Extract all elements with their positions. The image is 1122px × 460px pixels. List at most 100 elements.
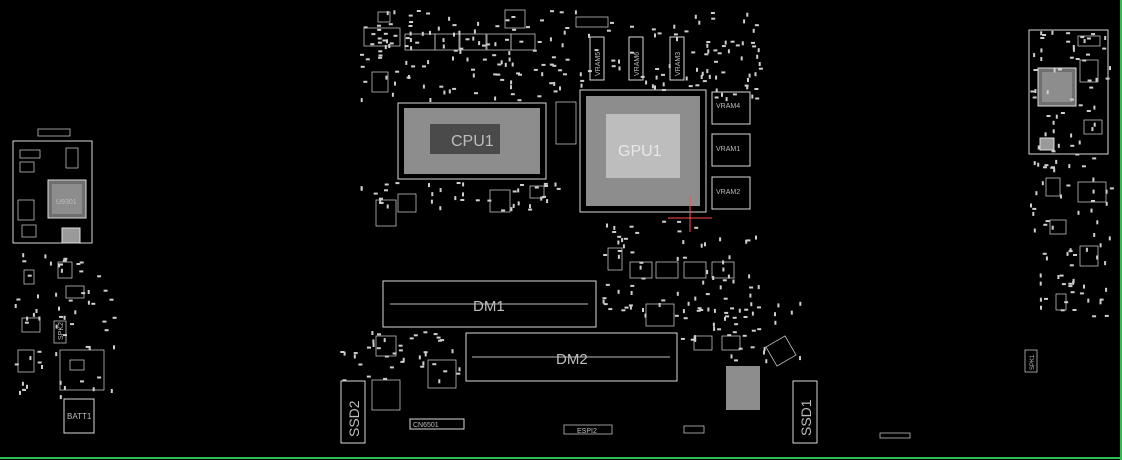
component-pad [41, 365, 43, 369]
component-pad [715, 88, 718, 93]
component-pad [651, 84, 654, 89]
component-pad [1040, 48, 1043, 53]
component-pad [97, 275, 102, 278]
component-pad [1053, 68, 1056, 73]
component-pad [757, 328, 762, 331]
component-pad [612, 231, 617, 233]
component-pad [630, 51, 634, 54]
component-pad [1108, 236, 1111, 241]
component-pad [456, 182, 461, 184]
component-pad [611, 59, 616, 62]
component-pad [517, 201, 520, 206]
component-pad [676, 37, 678, 42]
component-pad [559, 11, 564, 14]
component-pad [799, 356, 801, 361]
component-pad [738, 347, 743, 350]
component-pad [365, 58, 370, 61]
component-pad [534, 186, 539, 189]
component-pad [1104, 36, 1107, 40]
component-pad [1092, 157, 1097, 160]
component-pad [713, 308, 716, 313]
component-pad [721, 71, 726, 74]
component-pad [690, 338, 695, 341]
component-pad [695, 84, 700, 87]
component-pad [1060, 194, 1062, 199]
component-pad [730, 354, 733, 359]
component-pad [608, 308, 613, 311]
component-pad [713, 326, 716, 331]
component-pad [706, 69, 709, 74]
component-pad [724, 311, 729, 314]
component-pad [63, 315, 66, 320]
component-pad [752, 45, 757, 48]
component-pad [1066, 32, 1071, 35]
component-pad [684, 30, 689, 33]
component-pad [1045, 220, 1050, 223]
component-pad [443, 90, 446, 95]
component-pad [713, 49, 718, 52]
component-pad [1069, 98, 1074, 101]
component-pad [74, 310, 77, 315]
component-pad [504, 62, 507, 67]
component-pad [1073, 254, 1077, 256]
component-pad [1055, 159, 1058, 164]
component-pad [1079, 292, 1084, 295]
component-pad [377, 24, 381, 27]
component-pad [743, 316, 748, 318]
component-pad [735, 44, 740, 47]
component-pad [688, 85, 693, 88]
component-pad [628, 304, 633, 307]
component-pad [746, 85, 749, 90]
component-pad [1093, 122, 1096, 127]
component-pad [630, 25, 634, 28]
component-pad [758, 67, 763, 70]
component-pad [618, 59, 620, 64]
component-pad [1087, 298, 1090, 303]
component-pad [353, 354, 356, 359]
component-pad [732, 279, 735, 284]
component-pad [777, 303, 780, 308]
component-pad [674, 314, 679, 317]
component-pad [673, 33, 678, 36]
component-pad [694, 337, 697, 342]
component-pad [613, 225, 616, 230]
component-pad [14, 363, 19, 366]
component-pad [707, 49, 710, 54]
component-pad [1030, 203, 1032, 208]
component-pad [465, 38, 470, 41]
vram6-label: VRAM6 [634, 52, 641, 76]
component-pad [1091, 200, 1095, 202]
component-pad [453, 49, 458, 52]
component-pad [1069, 264, 1074, 267]
component-pad [732, 93, 737, 96]
component-pad [1109, 187, 1114, 190]
component-pad [746, 12, 749, 17]
component-pad [722, 267, 725, 272]
dm2-label: DM2 [556, 351, 588, 368]
component-pad [371, 331, 374, 335]
component-pad [1068, 285, 1073, 288]
component-pad [751, 94, 754, 99]
component-pad [473, 29, 476, 34]
component-pad [70, 323, 74, 326]
component-pad [55, 352, 58, 357]
component-pad [708, 74, 711, 79]
component-pad [79, 261, 84, 264]
component-pad [1033, 161, 1036, 166]
component-pad [701, 71, 704, 76]
component-pad [508, 57, 511, 62]
component-pad [563, 73, 567, 76]
component-pad [494, 96, 497, 101]
component-pad [38, 316, 41, 321]
component-pad [386, 39, 388, 44]
component-pad [707, 307, 710, 312]
component-pad [1068, 250, 1073, 252]
vram5-label: VRAM5 [595, 52, 602, 76]
component-pad [59, 380, 62, 385]
component-pad [617, 250, 622, 252]
component-pad [427, 60, 430, 65]
component-pad [741, 41, 744, 46]
component-pad [379, 199, 382, 204]
component-pad [1072, 280, 1075, 285]
vram2-label: VRAM2 [716, 189, 740, 196]
